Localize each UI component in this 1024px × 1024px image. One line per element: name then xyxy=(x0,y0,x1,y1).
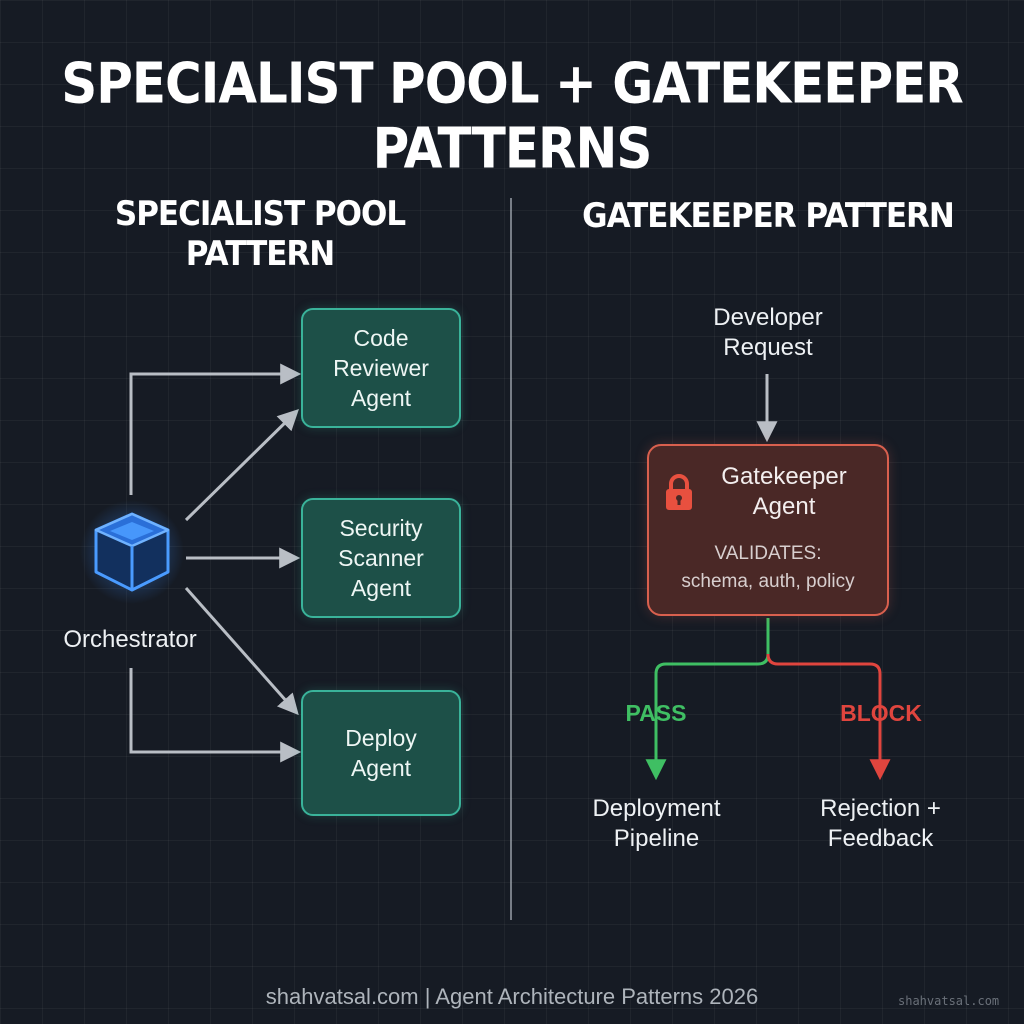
orchestrator-label: Orchestrator xyxy=(63,626,197,653)
developer-request-label: Developer Request xyxy=(668,303,868,363)
agent-label-line: Code xyxy=(353,325,409,351)
gatekeeper-agent-box: Gatekeeper Agent VALIDATES: schema, auth… xyxy=(647,444,889,616)
rejection-feedback-label: Rejection + Feedback xyxy=(783,794,978,854)
deployment-pipeline-label: Deployment Pipeline xyxy=(559,794,754,854)
deploy-agent-box: Deploy Agent xyxy=(301,690,461,816)
block-target-line: Rejection + xyxy=(820,795,941,822)
agent-label-line: Agent xyxy=(350,575,412,601)
validates-block: VALIDATES: schema, auth, policy xyxy=(649,540,887,596)
gate-title-line: Gatekeeper xyxy=(721,463,847,490)
cube-icon xyxy=(80,500,184,604)
connector-orchestrator-deploy xyxy=(129,668,302,763)
connector-pass xyxy=(645,618,770,781)
pass-target-line: Pipeline xyxy=(613,825,700,852)
security-scanner-agent-box: Security Scanner Agent xyxy=(301,498,461,618)
lock-icon xyxy=(666,474,692,510)
agent-label-line: Agent xyxy=(350,385,412,411)
block-label: BLOCK xyxy=(840,700,922,726)
agent-label-line: Agent xyxy=(350,755,412,781)
watermark: shahvatsal.com xyxy=(898,994,1000,1008)
connector-orchestrator-deploy-diagonal xyxy=(184,587,299,716)
connector-orchestrator-code-reviewer-diagonal xyxy=(184,409,299,522)
agent-label-line: Scanner xyxy=(338,545,424,571)
connector-block xyxy=(766,653,891,781)
validates-label: VALIDATES: xyxy=(714,543,822,564)
request-line: Developer xyxy=(713,304,823,331)
footer-credit: shahvatsal.com | Agent Architecture Patt… xyxy=(265,984,759,1009)
gate-title-line: Agent xyxy=(752,493,816,520)
pass-label: PASS xyxy=(625,700,687,726)
agent-label-line: Security xyxy=(339,515,423,541)
specialist-pool-heading: SPECIALIST POOL PATTERN xyxy=(114,194,406,274)
validates-items: schema, auth, policy xyxy=(681,571,855,592)
code-reviewer-agent-box: Code Reviewer Agent xyxy=(301,308,461,428)
gatekeeper-heading: GATEKEEPER PATTERN xyxy=(582,196,955,236)
gatekeeper-title: Gatekeeper Agent xyxy=(689,462,879,522)
pass-target-line: Deployment xyxy=(592,795,721,822)
request-line: Request xyxy=(723,334,813,361)
block-target-line: Feedback xyxy=(827,825,934,852)
page-title: SPECIALIST POOL + GATEKEEPER PATTERNS xyxy=(61,51,964,181)
agent-label-line: Reviewer xyxy=(333,355,429,381)
section-divider xyxy=(510,198,512,920)
connector-orchestrator-code-reviewer xyxy=(129,363,302,495)
agent-label-line: Deploy xyxy=(345,725,417,751)
